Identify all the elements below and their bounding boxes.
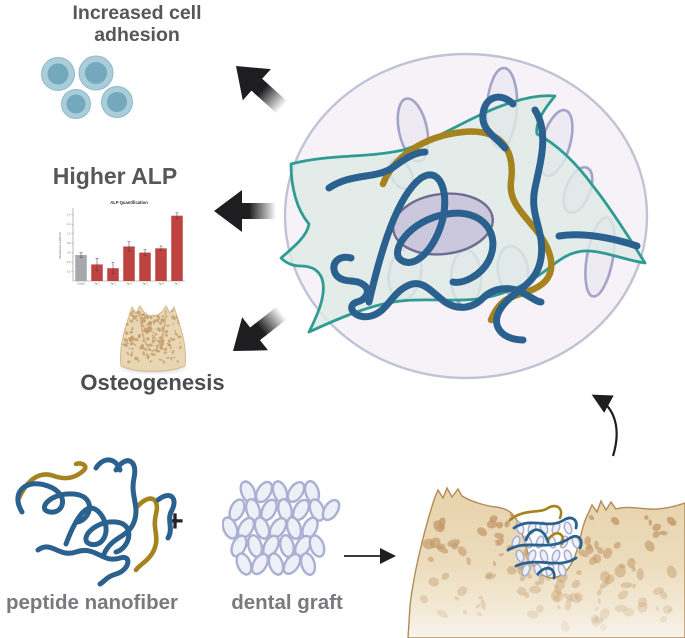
svg-text:0.2: 0.2 <box>67 269 71 273</box>
cell-cluster <box>41 55 133 119</box>
peptide-nanofiber-illustration <box>15 457 177 587</box>
svg-text:Grp 6: Grp 6 <box>158 283 164 286</box>
svg-text:Control: Control <box>77 283 85 286</box>
svg-text:1.0: 1.0 <box>67 232 71 236</box>
arrow-left-icon <box>214 190 278 232</box>
svg-text:1.2: 1.2 <box>67 222 71 226</box>
graft-granules <box>222 480 341 576</box>
label-higher-alp: Higher ALP <box>52 163 178 189</box>
label-dental-graft: dental graft <box>231 591 343 614</box>
cell-on-scaffold-illustration <box>279 52 649 380</box>
svg-text:0.6: 0.6 <box>67 251 71 255</box>
svg-text:Grp 5: Grp 5 <box>142 283 148 286</box>
svg-text:Grp 4: Grp 4 <box>126 283 132 286</box>
svg-text:0.4: 0.4 <box>67 260 71 264</box>
svg-text:Grp 3: Grp 3 <box>110 283 116 286</box>
socket-fibers <box>506 504 583 580</box>
gold-strands <box>15 461 160 573</box>
svg-text:0.8: 0.8 <box>67 241 71 245</box>
curved-arrow-up-icon <box>591 394 618 457</box>
socket-outline <box>139 309 167 352</box>
label-peptide-nanofiber: peptide nanofiber <box>6 591 178 614</box>
blue-strands <box>15 457 177 587</box>
svg-text:ALP Quantification: ALP Quantification <box>110 200 148 205</box>
svg-text:Absorbance at 405 nm: Absorbance at 405 nm <box>58 231 62 259</box>
blue-nanofibers <box>325 93 641 344</box>
alveolar-bone-defect-illustration <box>407 487 685 638</box>
healed-socket-bone-icon <box>116 305 190 375</box>
label-increased-cell-adhesion: Increased cell adhesion <box>72 2 202 46</box>
adhered-cells-icon <box>41 55 133 119</box>
dental-graft-illustration <box>222 480 341 576</box>
svg-text:Grp 7: Grp 7 <box>174 283 180 286</box>
svg-text:Grp 2: Grp 2 <box>94 283 100 286</box>
svg-text:1.4: 1.4 <box>67 213 71 217</box>
